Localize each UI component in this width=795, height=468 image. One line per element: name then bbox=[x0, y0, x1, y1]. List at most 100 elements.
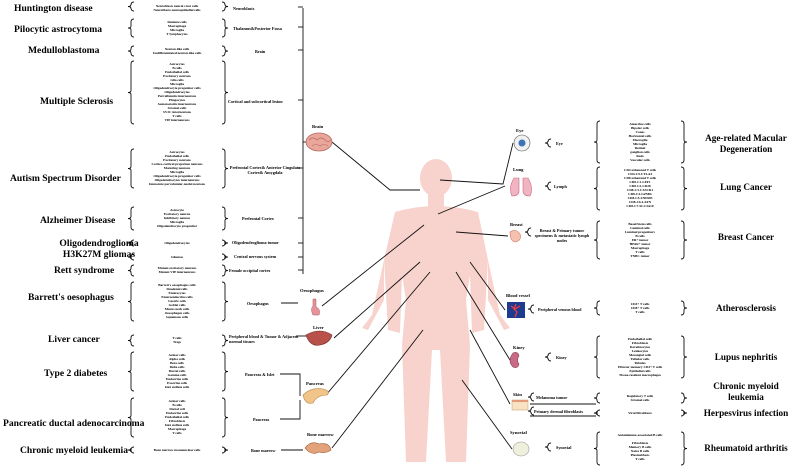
cell-type: Effector memory CD4+ T cells bbox=[617, 365, 663, 369]
cell-type: Oligodendrocytes bbox=[164, 241, 190, 245]
cell-type: Macrophage bbox=[167, 427, 187, 431]
cell-type: Fibroblasts bbox=[168, 419, 186, 423]
cell-type: Oesophagus cells bbox=[164, 311, 190, 315]
cell-type: Maturing neurons bbox=[163, 166, 191, 170]
organ-label-liver: Liver bbox=[313, 325, 324, 330]
tissue-label: Peripheral blood & Tumor & Adjacent norm… bbox=[229, 334, 299, 344]
right-bracket bbox=[221, 351, 229, 392]
cell-list: Barrett's oesophagus cells Duodenal cell… bbox=[134, 283, 220, 319]
synovial-link bbox=[461, 379, 513, 450]
bone-marrow-link bbox=[331, 329, 424, 449]
cell-type: Mucus neck cells bbox=[164, 307, 190, 311]
cell-type: Epithelial cells bbox=[629, 369, 651, 373]
cell-list: CD4+ T cells CD8+ T cells T cells bbox=[600, 302, 680, 314]
cell-type: CD4+ T cells bbox=[630, 302, 650, 306]
right-bracket bbox=[221, 253, 229, 261]
tissue-label: Eye bbox=[556, 141, 563, 146]
cell-type: CD8-C4-GZMK bbox=[628, 192, 652, 196]
cell-type: Plasmablasts bbox=[630, 453, 650, 457]
cell-type: Microglia bbox=[169, 28, 185, 32]
disease-label: Chronic myeloid leukemia bbox=[20, 445, 129, 456]
cell-type: Somatostatin interneurons bbox=[157, 102, 197, 106]
cell-type: Keratinocytes bbox=[629, 345, 651, 349]
cell-type: Fibroblasts bbox=[631, 441, 649, 445]
cell-type: CD8-C7-SLC4A10 bbox=[626, 204, 654, 208]
organ-label-breast: Breast bbox=[510, 222, 523, 227]
eye-link bbox=[439, 142, 514, 185]
disease-label: Liver cancer bbox=[48, 334, 100, 345]
cell-type: Delta cells bbox=[169, 365, 185, 369]
blood-vessel-icon bbox=[507, 302, 525, 318]
lung-link bbox=[437, 185, 506, 215]
oesophagus-link bbox=[321, 224, 425, 307]
eye-icon bbox=[513, 134, 531, 152]
cell-type: Mutant excitatory neurons bbox=[157, 266, 197, 270]
tissue-label: Brain bbox=[255, 49, 266, 54]
tissue-label: Thalamus&Posterior Fossa bbox=[233, 26, 282, 31]
cell-type: Immune cells bbox=[167, 20, 187, 24]
cell-type: Excitatory neurons bbox=[163, 74, 191, 78]
pancreas-icon bbox=[302, 388, 329, 404]
organ-label-lung: Lung bbox=[513, 167, 524, 172]
cell-type: Bone marrow mononuclear cells bbox=[153, 448, 201, 452]
cell-type: Rods bbox=[636, 154, 644, 158]
cell-type: CD8-C5-ZNF683 bbox=[627, 196, 653, 200]
cell-type: CD8+ T cells bbox=[630, 306, 650, 310]
cell-type: Vascular cells bbox=[630, 158, 650, 162]
cell-type: Endothelial cells bbox=[165, 70, 189, 74]
tissue-label: Lymph bbox=[554, 184, 567, 189]
oesophagus-icon bbox=[311, 298, 320, 316]
cell-type: Ductal cells bbox=[168, 369, 186, 373]
disease-label: Rheumatoid arthritis bbox=[704, 443, 788, 453]
cell-type: Viral fibroblasts bbox=[628, 411, 652, 415]
cell-type: B cells bbox=[635, 234, 645, 238]
cell-type: Endothelial cells bbox=[628, 337, 652, 341]
breast-link bbox=[455, 231, 509, 237]
cell-type: Oligodendrocyte progenitor cells bbox=[153, 174, 201, 178]
tissue-label: Oligodendroglioma tumor bbox=[232, 240, 279, 245]
cell-type: Islet stellate cells bbox=[164, 385, 190, 389]
tissue-label: Central nervous system bbox=[234, 254, 277, 259]
cell-type: Ductal cell bbox=[169, 407, 185, 411]
organ-label-brain: Brain bbox=[312, 124, 324, 129]
cell-type: Neuroblasts neuroepithelial cells bbox=[153, 8, 201, 12]
tissue-label: Neuroblasts bbox=[233, 6, 255, 11]
organ-label-blood-vessel: Blood vessel bbox=[506, 293, 530, 298]
cell-type: Endothelial cells bbox=[165, 154, 189, 158]
brain-to-head bbox=[331, 141, 420, 191]
disease-label: Herpesvirus infection bbox=[703, 408, 789, 418]
cell-type: Squamous cells bbox=[165, 315, 189, 319]
cell-type: Regulatory T cells bbox=[626, 394, 654, 398]
cell-type: Oligodendrocyte progenitor bbox=[156, 224, 198, 228]
cell-list: CD4 exhausted T cells CD4-C9-CTLA4 CD8 e… bbox=[600, 168, 680, 208]
cell-type: Macrophage bbox=[630, 246, 650, 250]
cell-type: Luminal progenitors bbox=[625, 230, 655, 234]
cell-type: Endothelial cells bbox=[165, 415, 189, 419]
cell-type: ganglion cells bbox=[630, 150, 650, 154]
right-bracket bbox=[221, 281, 229, 322]
left-bracket bbox=[593, 409, 601, 417]
disease-label: Chronic myeloid leukemia bbox=[713, 381, 779, 402]
right-bracket bbox=[221, 334, 229, 347]
cell-type: Acinar cells bbox=[168, 399, 186, 403]
cell-type: Immature parvalumiar-nuclei neurons bbox=[149, 182, 205, 186]
tissue-label: Prefrontal Cortex& Anterior Cingulate Co… bbox=[229, 165, 301, 175]
cell-type: Amacrine cells bbox=[629, 122, 651, 126]
disease-label: Pancreatic ductal adenocarcinoma bbox=[3, 418, 145, 429]
tissue-label: Pancreas bbox=[253, 417, 270, 422]
right-bracket bbox=[221, 264, 229, 277]
skin-icon bbox=[511, 399, 529, 411]
left-bracket bbox=[127, 148, 135, 189]
disease-label: Medulloblastoma bbox=[28, 45, 100, 56]
cell-list: Amacrine cells Bipolar cells Cones Horiz… bbox=[600, 122, 680, 162]
right-bracket bbox=[221, 60, 229, 125]
organ-bracket bbox=[527, 392, 535, 402]
disease-label: Multiple Sclerosis bbox=[40, 96, 114, 107]
right-bracket bbox=[221, 1, 229, 12]
cell-type: Cortico-cortical projection neurons bbox=[151, 162, 203, 166]
cell-type: Tregs bbox=[173, 340, 181, 344]
right-bracket bbox=[221, 148, 229, 189]
cell-type: Gamma cells bbox=[167, 373, 187, 377]
pancreas-link bbox=[325, 271, 431, 396]
body-silhouette bbox=[362, 159, 510, 462]
